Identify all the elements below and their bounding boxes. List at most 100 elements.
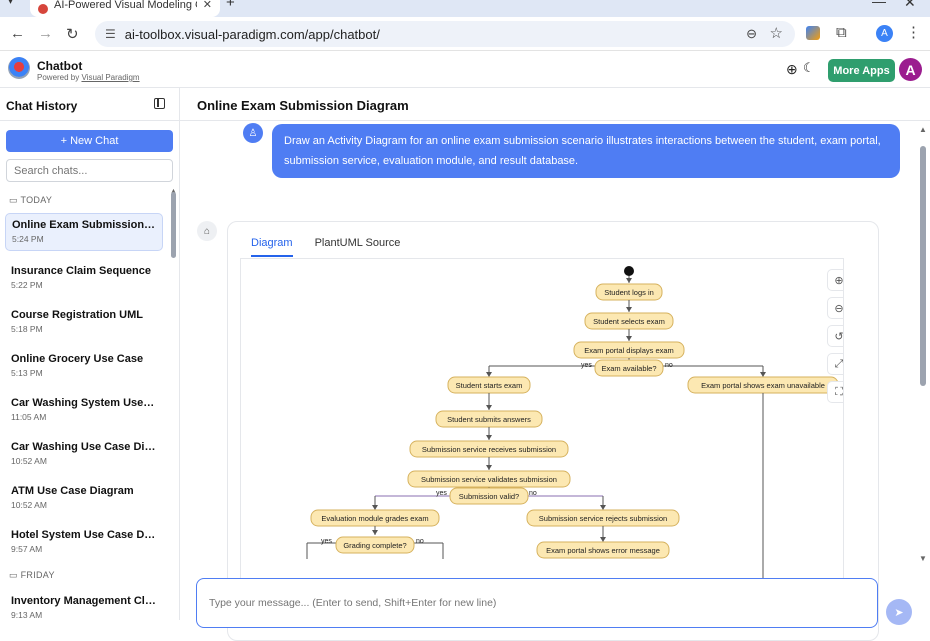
forward-icon[interactable]: →	[38, 25, 53, 42]
chat-title: Online Exam Submission Dia...	[12, 219, 156, 231]
message-input[interactable]	[196, 578, 878, 628]
branch-yes-label: yes	[436, 490, 447, 497]
main-scroll-down-icon[interactable]: ▼	[919, 554, 927, 563]
fullscreen-icon[interactable]: ⛶	[827, 381, 843, 403]
chat-time: 9:57 AM	[11, 544, 43, 554]
zoom-out-icon[interactable]: ⊖	[827, 297, 843, 319]
window-close-icon[interactable]: ✕	[904, 0, 916, 10]
browser-tabstrip: ▾ AI-Powered Visual Modeling Ch ✕ + — ✕	[0, 0, 930, 17]
node-portal-displays-exam-label: Exam portal displays exam	[584, 346, 674, 355]
calendar-icon: ▭	[9, 570, 21, 580]
sidebar-scroll-up-icon[interactable]: ▲	[170, 188, 177, 195]
tab-diagram[interactable]: Diagram	[251, 237, 293, 257]
tab-title: AI-Powered Visual Modeling Ch	[54, 0, 197, 11]
tab-plantuml-source[interactable]: PlantUML Source	[314, 237, 401, 249]
new-tab-button[interactable]: +	[226, 0, 235, 11]
node-grades-exam-label: Evaluation module grades exam	[321, 514, 428, 523]
zoom-icon[interactable]: ⊖	[746, 26, 757, 41]
diagram-tabs: Diagram PlantUML Source	[251, 237, 400, 257]
app-name: Chatbot	[37, 59, 83, 73]
chat-title: Car Washing System Use Case	[11, 397, 157, 409]
url-box[interactable]: ☰ ai-toolbox.visual-paradigm.com/app/cha…	[95, 21, 795, 47]
node-grading-complete-label: Grading complete?	[343, 541, 406, 550]
node-receives-submission-label: Submission service receives submission	[422, 445, 556, 454]
chat-item[interactable]: Inventory Management Clas... 9:13 AM	[5, 590, 163, 628]
user-avatar[interactable]: A	[899, 58, 922, 81]
node-exam-available-box	[594, 359, 664, 377]
sidebar-scrollbar[interactable]	[171, 192, 176, 258]
more-apps-button[interactable]: More Apps	[828, 59, 895, 82]
edge-arrow	[486, 372, 492, 377]
language-globe-icon[interactable]: ⊕	[786, 61, 798, 77]
fit-screen-icon[interactable]: ⤢	[827, 353, 843, 375]
chat-item[interactable]: Hotel System Use Case Diagr... 9:57 AM	[5, 524, 163, 562]
tab-close-icon[interactable]: ✕	[202, 0, 212, 11]
chat-item[interactable]: Car Washing Use Case Diagr...10:52 AM	[5, 436, 163, 474]
edge-arrow	[486, 465, 492, 470]
branch-no-label: no	[529, 490, 537, 497]
edge-arrow	[626, 336, 632, 341]
chat-title: ATM Use Case Diagram	[11, 485, 134, 497]
chat-title: Course Registration UML	[11, 309, 144, 321]
powered-by: Powered by Visual Paradigm	[37, 73, 140, 82]
dark-mode-moon-icon[interactable]: ☾	[803, 60, 815, 75]
chat-main: Online Exam Submission Diagram ♙ Draw an…	[180, 88, 930, 641]
chat-time: 5:18 PM	[11, 324, 43, 334]
divider	[180, 120, 930, 121]
chat-time: 11:05 AM	[11, 412, 47, 422]
edge-arrow	[486, 435, 492, 440]
chat-title: Inventory Management Clas...	[11, 595, 157, 607]
browser-menu-icon[interactable]: ⋮	[906, 24, 921, 41]
minimize-icon[interactable]: —	[872, 0, 886, 9]
powered-by-link[interactable]: Visual Paradigm	[81, 73, 140, 82]
branch-yes-label: yes	[321, 538, 332, 545]
start-node	[624, 266, 634, 276]
reset-view-icon[interactable]: ↺	[827, 325, 843, 347]
branch-yes-label: yes	[581, 362, 592, 369]
chat-item[interactable]: ATM Use Case Diagram 10:52 AM	[5, 480, 163, 518]
edge-arrow	[760, 372, 766, 377]
group-label-friday: ▭ FRIDAY	[9, 570, 55, 581]
bookmark-star-icon[interactable]: ☆	[769, 25, 783, 42]
browser-tab[interactable]: AI-Powered Visual Modeling Ch ✕	[30, 0, 220, 17]
search-chats-input[interactable]	[6, 159, 173, 182]
browser-profile-icon[interactable]: A	[876, 25, 893, 42]
chat-item[interactable]: Course Registration UML 5:18 PM	[5, 304, 163, 342]
chat-item[interactable]: Car Washing System Use Case 11:05 AM	[5, 392, 163, 430]
node-error-message-label: Exam portal shows error message	[546, 546, 660, 555]
app-header: Chatbot Powered by Visual Paradigm ⊕ ☾ M…	[0, 51, 930, 88]
site-settings-icon[interactable]: ☰	[105, 27, 116, 41]
send-icon: ➤	[894, 606, 904, 619]
chat-history-sidebar: Chat History + New Chat ▭ TODAY Online E…	[0, 88, 180, 620]
conversation-title: Online Exam Submission Diagram	[197, 98, 409, 113]
send-button[interactable]: ➤	[886, 599, 912, 625]
new-chat-button[interactable]: + New Chat	[6, 130, 173, 152]
edge-arrow	[486, 405, 492, 410]
node-error-message-box	[536, 541, 670, 559]
extension-icon[interactable]	[806, 26, 820, 40]
group-friday-text: FRIDAY	[20, 570, 55, 580]
zoom-in-icon[interactable]: ⊕	[827, 269, 843, 291]
tab-search-icon[interactable]: ▾	[8, 0, 14, 7]
url-text: ai-toolbox.visual-paradigm.com/app/chatb…	[124, 26, 380, 42]
main-scroll-up-icon[interactable]: ▲	[919, 125, 927, 134]
main-scrollbar[interactable]	[920, 146, 926, 386]
node-submission-valid-label: Submission valid?	[459, 492, 519, 501]
node-submission-valid-box	[449, 487, 529, 505]
chat-time: 10:52 AM	[11, 500, 47, 510]
edge-arrow	[372, 505, 378, 510]
chat-time: 9:13 AM	[11, 610, 43, 620]
edge-arrow	[600, 537, 606, 542]
chat-item[interactable]: Online Exam Submission Dia...5:24 PM	[5, 213, 163, 251]
collapse-sidebar-icon[interactable]	[154, 98, 165, 109]
reload-icon[interactable]: ↻	[66, 26, 79, 43]
back-icon[interactable]: ←	[10, 25, 25, 42]
node-student-selects-exam-label: Student selects exam	[593, 317, 665, 326]
chat-title: Hotel System Use Case Diagr...	[11, 529, 157, 541]
user-message-bubble: Draw an Activity Diagram for an online e…	[272, 124, 900, 178]
extensions-puzzle-icon[interactable]: ⧉	[836, 24, 847, 41]
